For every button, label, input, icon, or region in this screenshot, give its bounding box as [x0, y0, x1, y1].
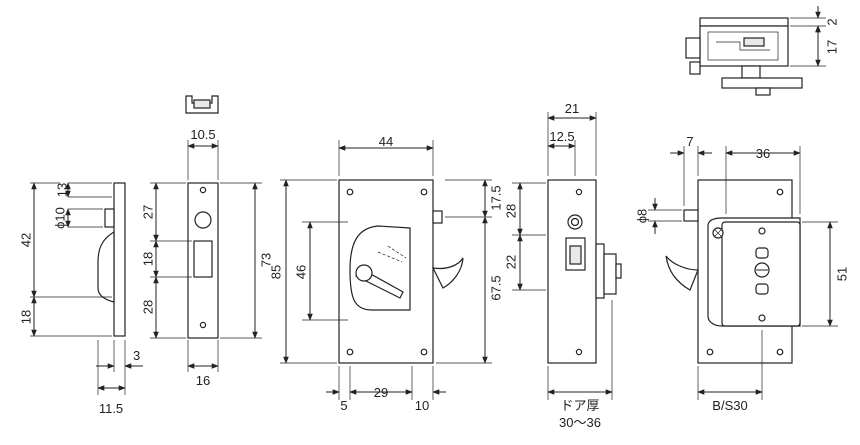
left-side-view: 13 ϕ10 42 18 3 11.5 [19, 182, 143, 416]
dim-7: 7 [686, 134, 693, 149]
dim-18-strike: 18 [141, 252, 156, 266]
dim-18-left: 18 [19, 310, 34, 324]
strike-latch-slot [193, 240, 213, 278]
dim-36: 36 [756, 146, 770, 161]
dim-42: 42 [19, 233, 34, 247]
dim-29: 29 [374, 385, 388, 400]
dim-73: 73 [259, 253, 274, 267]
door-thickness-label: ドア厚 [560, 398, 599, 413]
dim-46: 46 [294, 265, 309, 279]
dim-28-section: 28 [504, 204, 519, 218]
dim-44: 44 [379, 134, 393, 149]
dim-10-5: 10.5 [190, 127, 215, 142]
dim-51: 51 [835, 267, 850, 281]
dim-28-strike: 28 [141, 300, 156, 314]
dim-22: 22 [504, 255, 519, 269]
dim-17-5: 17.5 [489, 185, 504, 210]
dim-11-5: 11.5 [99, 401, 123, 416]
dim-phi8: ϕ8 [635, 209, 650, 224]
front-latch-bolt [432, 210, 443, 224]
side-section-view: 21 12.5 28 22 ドア厚 30～36 [504, 101, 622, 430]
strike-plate-view: 10.5 27 18 28 73 16 [141, 95, 274, 388]
side-body-profile [97, 230, 115, 303]
dim-21: 21 [565, 101, 579, 116]
top-view: 2 17 [685, 6, 840, 96]
door-thickness-range: 30～36 [559, 415, 601, 430]
side-face-plate [113, 182, 126, 337]
front-swing-latch [431, 257, 464, 289]
dim-5: 5 [340, 398, 347, 413]
dim-17: 17 [825, 40, 840, 54]
dim-85: 85 [269, 265, 284, 279]
dim-2: 2 [825, 18, 840, 25]
dim-13: 13 [55, 183, 70, 197]
side-latch-bolt [104, 208, 115, 228]
dim-67-5: 67.5 [489, 275, 504, 300]
backset-label: B/S30 [712, 398, 747, 413]
section-body [547, 179, 597, 364]
dim-10-front: 10 [415, 398, 429, 413]
top-escutcheon [721, 77, 803, 89]
back-view: 7 36 ϕ8 51 B/S30 [635, 134, 850, 413]
dim-16: 16 [196, 373, 210, 388]
dim-27: 27 [141, 205, 156, 219]
back-latch-bolt [683, 209, 699, 222]
front-body-view: 44 85 46 17.5 67.5 5 29 10 [269, 134, 504, 413]
dim-3: 3 [133, 348, 140, 363]
dim-phi10: ϕ10 [53, 207, 68, 229]
section-escutcheon [603, 253, 617, 295]
dim-12-5: 12.5 [549, 129, 574, 144]
back-swing-latch [665, 255, 699, 291]
